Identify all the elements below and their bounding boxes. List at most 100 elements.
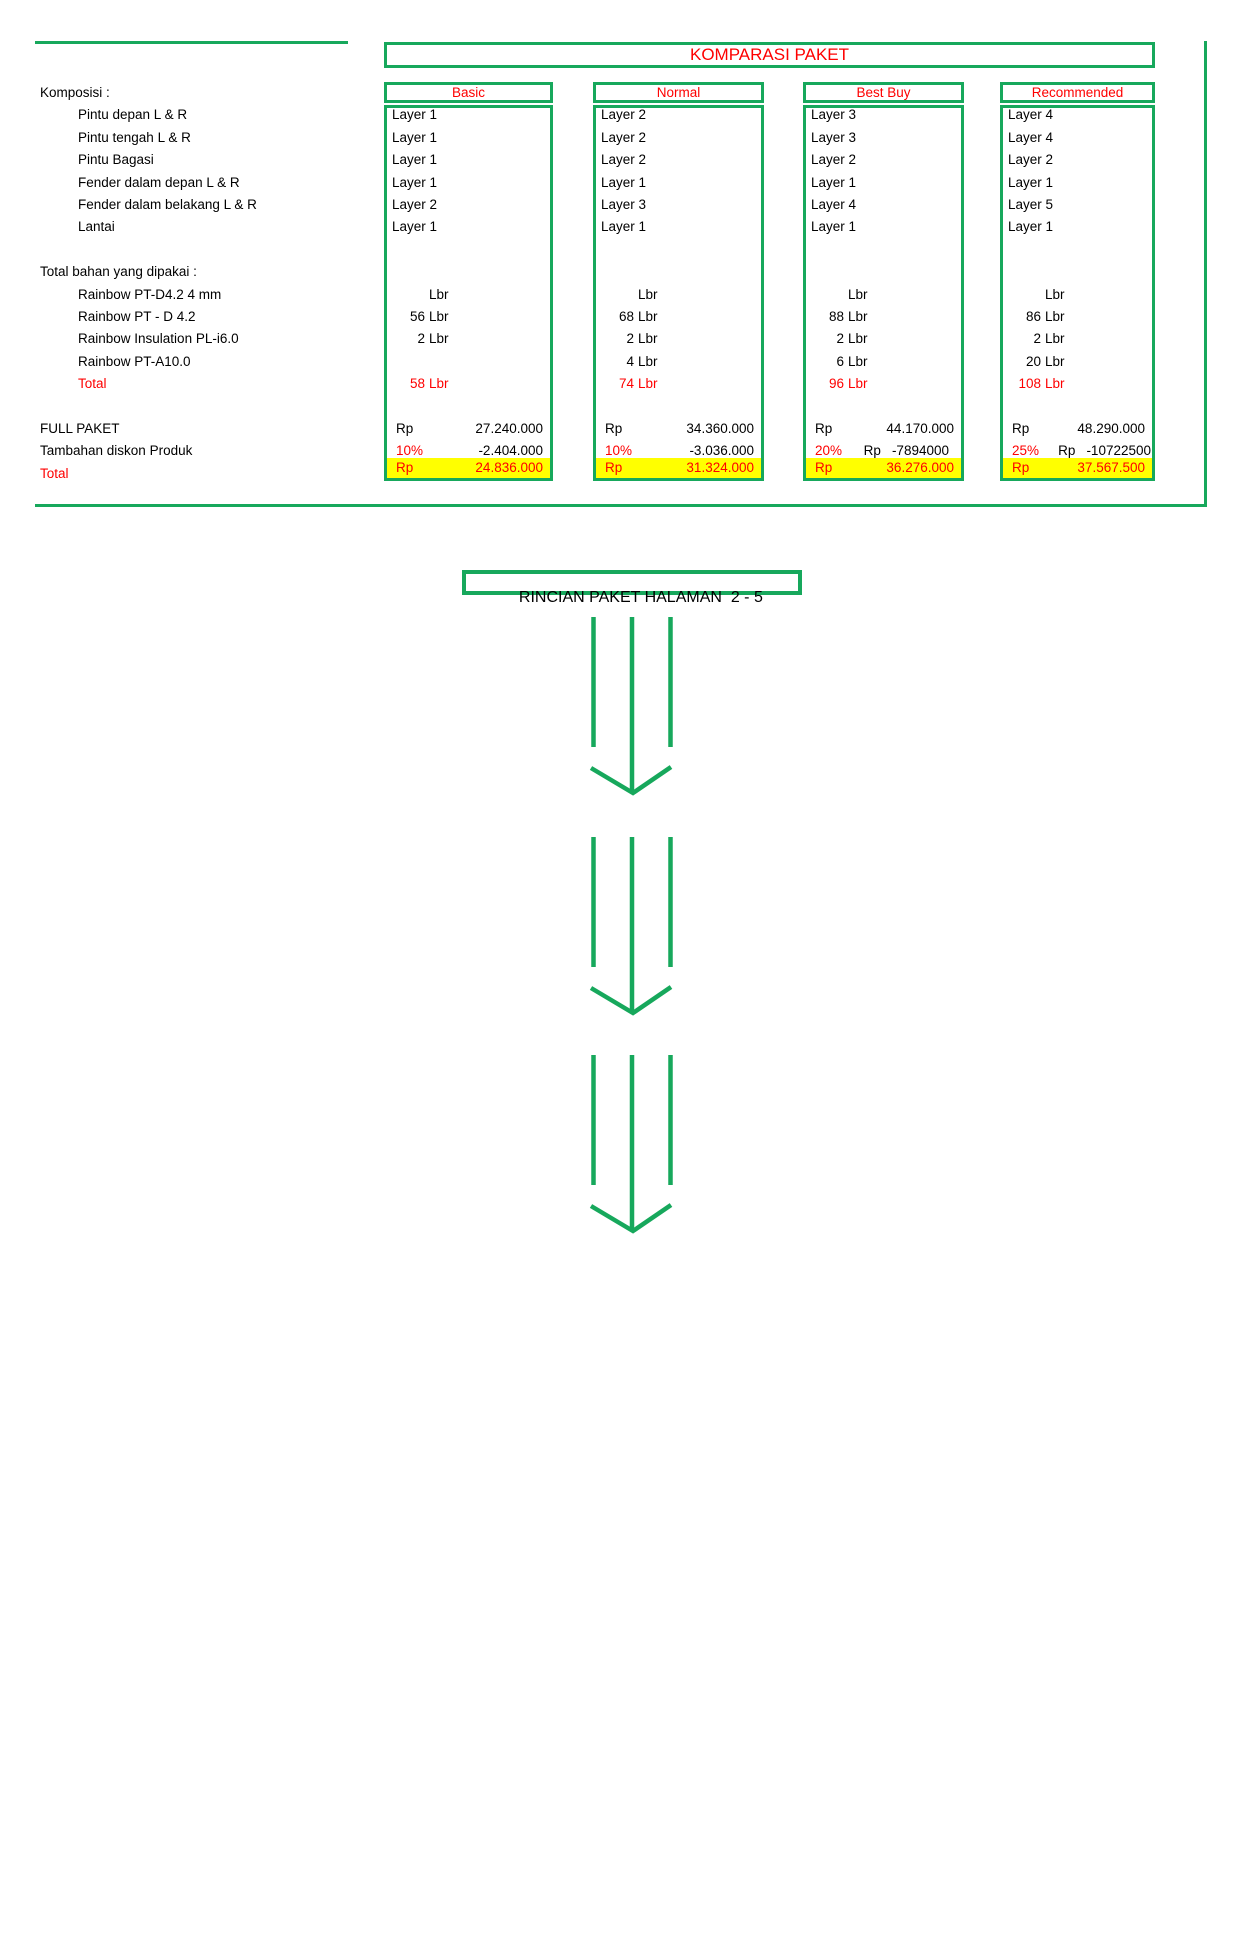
- package-header-basic: Basic: [384, 82, 553, 103]
- material-unit: Lbr: [1045, 331, 1065, 346]
- material-row: Lbr: [806, 284, 961, 306]
- material-total-row: 108 Lbr: [1003, 373, 1152, 395]
- down-arrow-icon: [589, 617, 673, 796]
- package-header-normal: Normal: [593, 82, 764, 103]
- komposisi-item: Fender dalam depan L & R: [78, 175, 240, 190]
- komposisi-item: Fender dalam belakang L & R: [78, 197, 257, 212]
- amount: 44.170.000: [886, 421, 954, 436]
- material-unit: Lbr: [429, 287, 449, 302]
- komposisi-item: Pintu depan L & R: [78, 107, 188, 122]
- material-qty: 4: [626, 354, 634, 369]
- down-arrow-icon: [589, 1055, 673, 1234]
- material-unit: Lbr: [1045, 309, 1065, 324]
- material-unit: Lbr: [429, 309, 449, 324]
- discount-percent: 20%: [815, 443, 843, 458]
- currency: Rp: [815, 421, 833, 436]
- komposisi-label: Komposisi :: [40, 85, 110, 100]
- material-unit: Lbr: [638, 309, 658, 324]
- material-unit: Lbr: [848, 309, 868, 324]
- currency: Rp: [396, 460, 414, 475]
- material-qty: 2: [626, 331, 634, 346]
- package-name: Normal: [656, 85, 701, 100]
- full-paket-label: FULL PAKET: [40, 421, 120, 436]
- layer-cell: Layer 1: [811, 175, 857, 190]
- material-qty: 20: [1025, 354, 1041, 369]
- layer-cell: Layer 1: [601, 175, 647, 190]
- material-qty: 86: [1025, 309, 1041, 324]
- layer-cell: Layer 1: [601, 219, 647, 234]
- discount-percent: 25%: [1012, 443, 1040, 458]
- bahan-item: Rainbow PT-D4.2 4 mm: [78, 287, 222, 302]
- package-name: Recommended: [1031, 85, 1124, 100]
- grand-total-row: Rp 37.567.500: [1003, 458, 1152, 478]
- currency: Rp: [1012, 460, 1030, 475]
- material-unit: Lbr: [638, 331, 658, 346]
- material-qty: 88: [828, 309, 844, 324]
- package-header-recommended: Recommended: [1000, 82, 1155, 103]
- diskon-row: 25%Rp-10722500: [1003, 440, 1152, 462]
- rincian-title: RINCIAN PAKET HALAMAN 2 - 5: [518, 589, 763, 606]
- layer-cell: Layer 4: [1008, 130, 1054, 145]
- amount: 24.836.000: [475, 460, 543, 475]
- diskon-row: 10%-3.036.000: [596, 440, 761, 462]
- material-total-qty: 108: [1018, 376, 1041, 391]
- grand-total-row: Rp 31.324.000: [596, 458, 761, 478]
- layer-cell: Layer 4: [811, 197, 857, 212]
- material-qty: 6: [836, 354, 844, 369]
- material-total-unit: Lbr: [429, 376, 449, 391]
- layer-cell: Layer 2: [601, 152, 647, 167]
- material-qty: 2: [417, 331, 425, 346]
- material-row: Lbr: [387, 284, 550, 306]
- material-row: [387, 351, 550, 373]
- currency: Rp: [605, 460, 623, 475]
- bahan-item: Rainbow PT - D 4.2: [78, 309, 196, 324]
- layer-cell: Layer 4: [1008, 107, 1054, 122]
- package-column-recommended: Layer 4 Layer 4 Layer 2 Layer 1 Layer 5 …: [1000, 105, 1155, 481]
- currency: Rp: [815, 460, 833, 475]
- material-total-qty: 58: [409, 376, 425, 391]
- amount: 34.360.000: [686, 421, 754, 436]
- report-title: KOMPARASI PAKET: [689, 45, 850, 64]
- bahan-item: Rainbow PT-A10.0: [78, 354, 191, 369]
- material-row: 20 Lbr: [1003, 351, 1152, 373]
- diskon-label: Tambahan diskon Produk: [40, 443, 193, 458]
- grand-total-label: Total: [40, 466, 69, 481]
- amount: 37.567.500: [1077, 460, 1145, 475]
- material-row: 2 Lbr: [596, 328, 761, 350]
- material-row: Lbr: [1003, 284, 1152, 306]
- layer-cell: Layer 1: [1008, 219, 1054, 234]
- currency: Rp: [605, 421, 623, 436]
- package-column-best-buy: Layer 3 Layer 3 Layer 2 Layer 1 Layer 4 …: [803, 105, 964, 481]
- currency: Rp: [863, 443, 881, 458]
- amount: -10722500: [1086, 443, 1151, 458]
- package-name: Best Buy: [856, 85, 911, 100]
- layer-cell: Layer 5: [1008, 197, 1054, 212]
- diskon-row: 20%Rp-7894000: [806, 440, 961, 462]
- discount-percent: 10%: [605, 443, 633, 458]
- material-unit: Lbr: [1045, 354, 1065, 369]
- material-total-qty: 74: [618, 376, 634, 391]
- material-total-unit: Lbr: [1045, 376, 1065, 391]
- layer-cell: Layer 2: [811, 152, 857, 167]
- layer-cell: Layer 1: [392, 130, 438, 145]
- layer-cell: Layer 1: [1008, 175, 1054, 190]
- bahan-item: Rainbow Insulation PL-i6.0: [78, 331, 239, 346]
- bahan-total-label: Total: [78, 376, 107, 391]
- diskon-row: 10%-2.404.000: [387, 440, 550, 462]
- material-total-unit: Lbr: [848, 376, 868, 391]
- amount: 31.324.000: [686, 460, 754, 475]
- currency: Rp: [1012, 421, 1030, 436]
- material-qty: 2: [836, 331, 844, 346]
- komposisi-item: Lantai: [78, 219, 115, 234]
